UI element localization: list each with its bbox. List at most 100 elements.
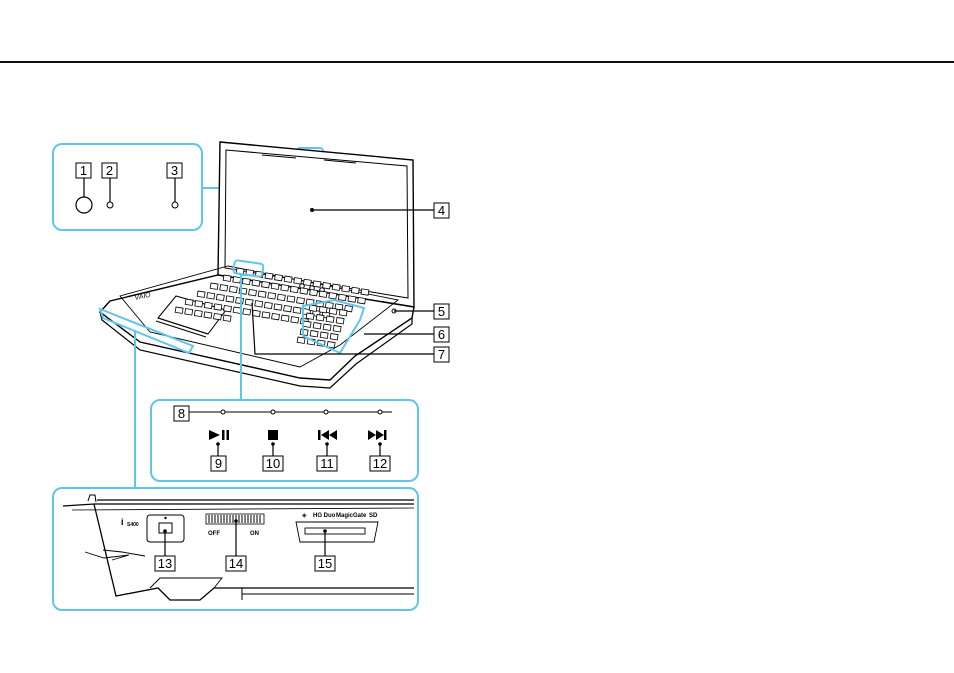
numpad-key: [313, 323, 321, 329]
front-side-illustration: [63, 495, 414, 600]
key: [195, 301, 203, 307]
callout-1: 1: [76, 163, 91, 178]
callout-7: 7: [434, 347, 449, 362]
key: [204, 312, 212, 318]
next-track-icon: [368, 430, 387, 440]
callout-12: 12: [370, 456, 390, 471]
key: [233, 307, 241, 313]
key: [300, 288, 308, 294]
callout-9: 9: [211, 456, 226, 471]
key: [323, 282, 331, 288]
svg-text:OFF: OFF: [208, 531, 220, 537]
key: [185, 299, 193, 305]
key: [332, 284, 340, 290]
callout-3: 3: [167, 163, 182, 178]
key: [294, 278, 302, 284]
key: [338, 294, 346, 300]
key: [194, 310, 202, 316]
key: [277, 294, 285, 300]
key: [242, 278, 250, 284]
key: [255, 301, 263, 307]
key: [274, 304, 282, 310]
svg-text:MagicGate: MagicGate: [336, 513, 367, 519]
memory-card-slot: ◈ HG Duo MagicGate SD: [296, 513, 378, 542]
play-pause-icon: [209, 430, 229, 440]
svg-text:SD: SD: [369, 513, 378, 519]
svg-text:7: 7: [438, 347, 445, 362]
key: [220, 285, 228, 291]
svg-text:HG Duo: HG Duo: [313, 513, 336, 519]
ilink-port: i S400: [121, 515, 184, 542]
key: [223, 275, 231, 281]
callout-11: 11: [317, 456, 337, 471]
key: [210, 283, 218, 289]
key: [329, 293, 337, 299]
numpad-key: [329, 308, 337, 314]
key: [281, 285, 289, 291]
key: [214, 304, 222, 310]
svg-text:i: i: [121, 517, 124, 527]
callout-15: 15: [315, 556, 335, 571]
key: [216, 294, 224, 300]
key: [293, 307, 301, 313]
numpad-key: [339, 310, 347, 316]
svg-text:ON: ON: [250, 531, 259, 537]
key: [272, 313, 280, 319]
key: [233, 277, 241, 283]
svg-text:8: 8: [178, 406, 185, 421]
key: [249, 289, 257, 295]
svg-text:5: 5: [438, 304, 445, 319]
key: [258, 291, 266, 297]
callout-5: 5: [434, 304, 449, 319]
numpad-key: [303, 321, 311, 327]
callout-4: 4: [434, 203, 449, 218]
key: [268, 293, 276, 299]
svg-text:3: 3: [171, 163, 178, 178]
key: [214, 313, 222, 319]
numpad-key: [300, 329, 308, 335]
key: [271, 283, 279, 289]
svg-text:6: 6: [438, 327, 445, 342]
key: [264, 302, 272, 308]
key: [252, 280, 260, 286]
numpad-key: [330, 334, 338, 340]
camera-lens-icon: [76, 197, 92, 213]
numpad-key: [316, 315, 324, 321]
key: [229, 286, 237, 292]
callout-13: 13: [155, 556, 175, 571]
key: [348, 296, 356, 302]
svg-text:9: 9: [215, 456, 222, 471]
numpad-key: [310, 331, 318, 337]
callout-14: 14: [226, 556, 246, 571]
key: [224, 305, 232, 311]
svg-text:1: 1: [80, 163, 87, 178]
svg-text:12: 12: [373, 456, 387, 471]
key: [204, 302, 212, 308]
svg-text:2: 2: [106, 163, 113, 178]
numpad-key: [297, 337, 305, 343]
key: [361, 289, 369, 295]
microphone-icon: [172, 202, 178, 208]
key: [358, 297, 366, 303]
key: [342, 286, 350, 292]
key: [197, 291, 205, 297]
key: [275, 274, 283, 280]
svg-text:S400: S400: [127, 522, 139, 528]
svg-text:4: 4: [438, 203, 445, 218]
key: [252, 310, 260, 316]
numpad-key: [323, 324, 331, 330]
wireless-switch: OFF ON: [206, 514, 264, 537]
key: [319, 291, 327, 297]
key: [313, 281, 321, 287]
svg-text:14: 14: [229, 556, 243, 571]
numpad-key: [320, 332, 328, 338]
key: [303, 279, 311, 285]
camera-indicator-icon: [107, 202, 113, 208]
key: [226, 296, 234, 302]
svg-text:15: 15: [318, 556, 332, 571]
key: [281, 315, 289, 321]
previous-track-icon: [318, 430, 337, 440]
key: [284, 276, 292, 282]
key: [287, 296, 295, 302]
